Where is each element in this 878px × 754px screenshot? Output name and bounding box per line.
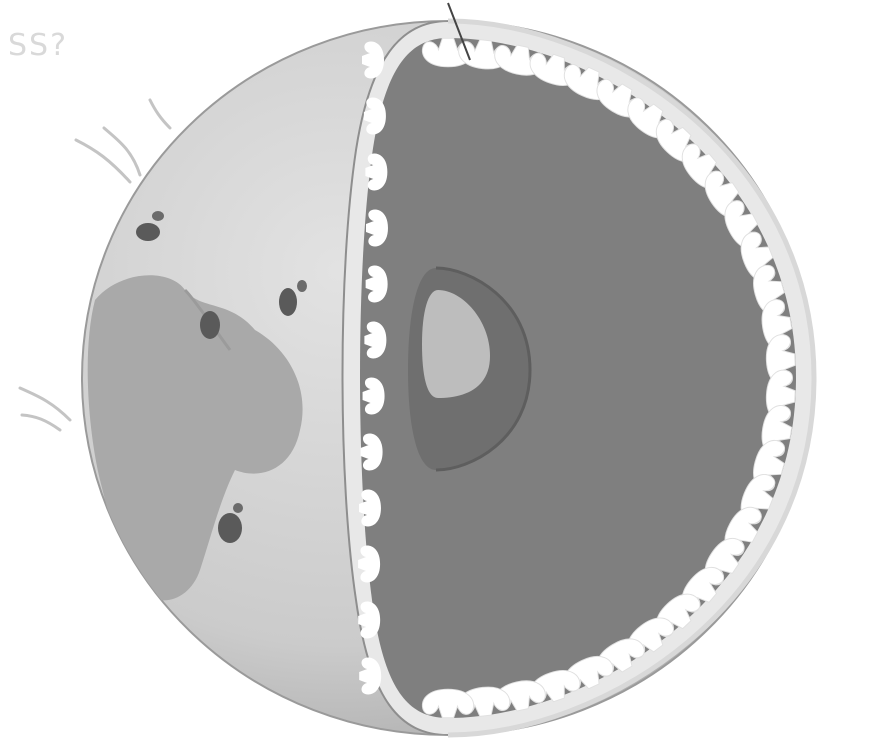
convection-cell [361,434,383,471]
faint-header-text: SS? [8,28,68,63]
convection-cell [362,42,384,79]
convection-cell [366,210,388,247]
convection-cell [358,546,380,583]
convection-cell [364,322,386,359]
convection-cell [366,266,388,303]
convection-cell [363,378,385,415]
convection-cell [359,490,381,527]
convection-cell [365,154,387,191]
convection-cell [422,689,473,718]
cutaway-interior [343,21,815,735]
convection-cell [364,98,386,135]
convection-cell [358,602,380,639]
convection-cell [359,658,381,695]
